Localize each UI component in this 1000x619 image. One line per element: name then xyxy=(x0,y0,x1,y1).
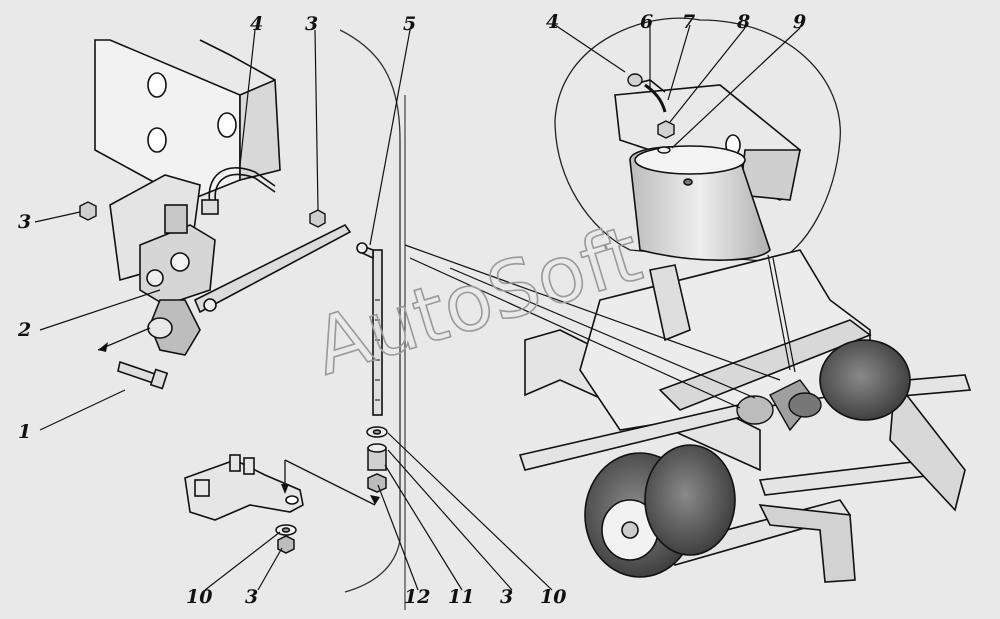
callout-3: 3 xyxy=(245,586,258,608)
callout-5: 5 xyxy=(403,13,416,35)
callout-3: 3 xyxy=(305,13,318,35)
valve-lever xyxy=(193,223,352,314)
frame-bracket xyxy=(94,39,281,282)
callout-6: 6 xyxy=(640,11,653,33)
callout-8: 8 xyxy=(736,11,750,33)
bushing xyxy=(367,443,387,471)
washer xyxy=(275,426,388,536)
leader-lines xyxy=(34,24,801,591)
callout-1: 1 xyxy=(18,421,31,443)
callout-12: 12 xyxy=(404,586,430,608)
detail-fitting xyxy=(627,73,675,154)
detail-view-circle xyxy=(554,17,841,263)
rear-wheels xyxy=(584,339,911,578)
callouts: 1 2 3 4 3 5 4 6 7 8 9 10 3 12 11 3 10 xyxy=(17,11,806,608)
hose xyxy=(201,167,276,215)
lower-bracket xyxy=(184,454,304,521)
arrow-head xyxy=(98,342,108,352)
callout-3: 3 xyxy=(500,586,513,608)
assembly-arrow xyxy=(284,459,376,506)
callout-9: 9 xyxy=(793,11,806,33)
arrow-head xyxy=(281,484,289,494)
pipe-outline xyxy=(339,29,401,593)
callout-11: 11 xyxy=(448,586,474,608)
callout-3: 3 xyxy=(18,211,31,233)
callout-10: 10 xyxy=(540,586,566,608)
adjusting-rod xyxy=(356,242,383,416)
air-spring xyxy=(629,145,771,261)
chassis-mechanism xyxy=(736,379,822,432)
callout-2: 2 xyxy=(17,319,31,341)
lower-nut xyxy=(277,473,387,554)
arrow-head xyxy=(370,495,380,505)
callout-10: 10 xyxy=(186,586,212,608)
callout-4: 4 xyxy=(546,11,559,33)
callout-4: 4 xyxy=(250,13,263,35)
valve-bolt xyxy=(117,360,169,390)
height-valve xyxy=(139,204,216,356)
callout-7: 7 xyxy=(682,11,695,33)
detail-frame-rail xyxy=(614,79,801,202)
